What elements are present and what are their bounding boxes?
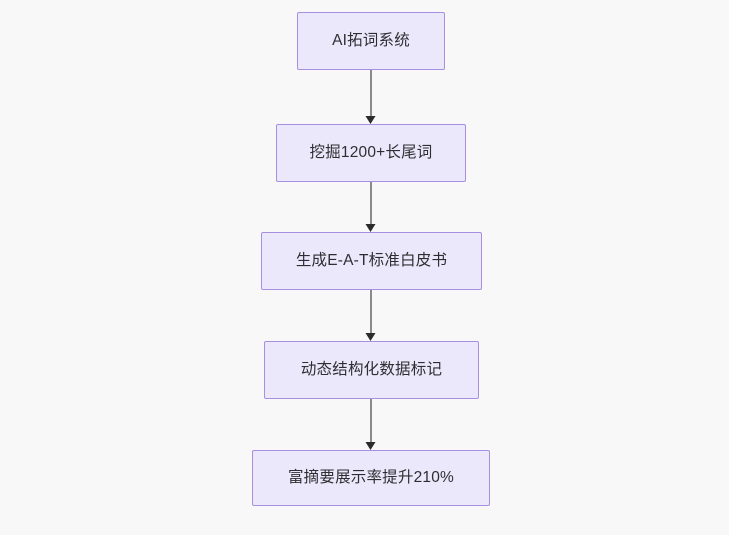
- edge-line: [370, 182, 372, 225]
- flow-node-label: AI拓词系统: [332, 31, 410, 49]
- edge-line: [370, 290, 372, 334]
- edge-line: [370, 399, 372, 443]
- arrowhead-icon: [365, 333, 376, 341]
- flow-node-label: 挖掘1200+长尾词: [309, 143, 433, 161]
- flow-node-generate-eat-whitepaper[interactable]: 生成E-A-T标准白皮书: [261, 232, 482, 290]
- arrowhead-icon: [365, 224, 376, 232]
- flow-node-label: 生成E-A-T标准白皮书: [295, 251, 448, 269]
- flow-node-dynamic-structured-data-markup[interactable]: 动态结构化数据标记: [264, 341, 479, 399]
- flow-node-label: 动态结构化数据标记: [300, 360, 443, 378]
- arrowhead-icon: [365, 116, 376, 124]
- flow-node-mine-longtail-keywords[interactable]: 挖掘1200+长尾词: [276, 124, 466, 182]
- flow-node-ai-keyword-system[interactable]: AI拓词系统: [297, 12, 445, 70]
- flow-node-rich-snippet-impression-lift[interactable]: 富摘要展示率提升210%: [252, 450, 490, 506]
- arrowhead-icon: [365, 442, 376, 450]
- edge-line: [370, 70, 372, 117]
- flow-node-label: 富摘要展示率提升210%: [287, 468, 455, 486]
